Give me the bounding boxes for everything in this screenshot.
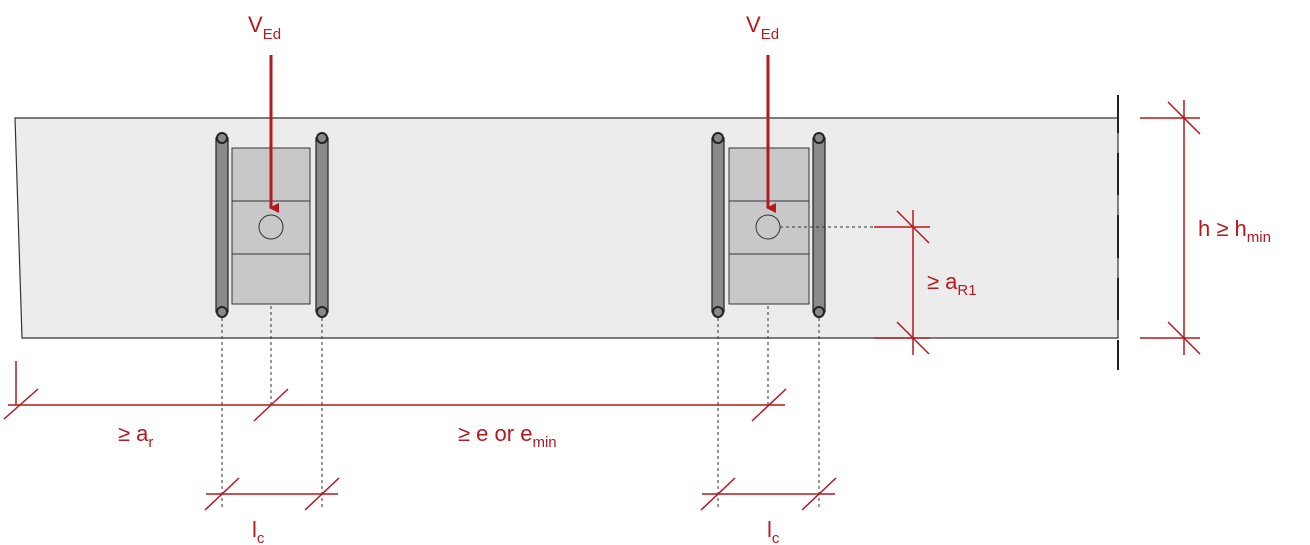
edge-distance-label: ≥ ar <box>118 421 153 451</box>
height-label: h ≥ hmin <box>1198 216 1271 246</box>
clamp-bar-right <box>315 137 329 313</box>
dimension-lines <box>3 100 1201 511</box>
clamp-width-label-2: lc <box>767 517 780 545</box>
reinforcement-distance-label: ≥ aR1 <box>927 269 977 299</box>
load-label-2: VEd <box>746 12 779 43</box>
support-2 <box>711 132 826 318</box>
load-point-circle <box>258 214 284 240</box>
clamp-width-label-1: lc <box>252 517 265 545</box>
clamp-bar-left <box>215 137 229 313</box>
spacing-label: ≥ e or emin <box>458 421 557 451</box>
clamp-bar-right <box>812 137 826 313</box>
beam <box>14 117 1119 339</box>
load-label-1: VEd <box>248 12 281 43</box>
clamp-bar-left <box>711 137 725 313</box>
